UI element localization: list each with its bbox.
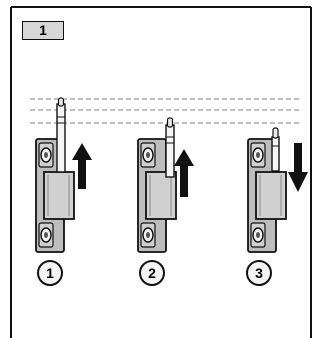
up-arrow-icon-2 — [174, 149, 194, 197]
hinge-assembly-3 — [247, 127, 308, 253]
position-label-3-text: 3 — [255, 265, 263, 281]
pin-1 — [56, 97, 66, 173]
step-number-box: 1 — [22, 21, 64, 40]
down-arrow-icon-3 — [288, 143, 308, 192]
up-arrow-icon-1 — [72, 143, 92, 189]
guide-lines — [30, 98, 300, 124]
position-label-1-text: 1 — [46, 265, 54, 281]
hinge-assembly-1 — [35, 97, 92, 253]
step-number-label: 1 — [39, 22, 47, 38]
pin-2 — [165, 117, 175, 178]
position-label-2-text: 2 — [148, 265, 156, 281]
pin-3 — [271, 127, 280, 172]
position-label-3: 3 — [246, 260, 272, 286]
hinge-assembly-2 — [137, 117, 194, 253]
position-label-1: 1 — [37, 260, 63, 286]
position-label-2: 2 — [139, 260, 165, 286]
